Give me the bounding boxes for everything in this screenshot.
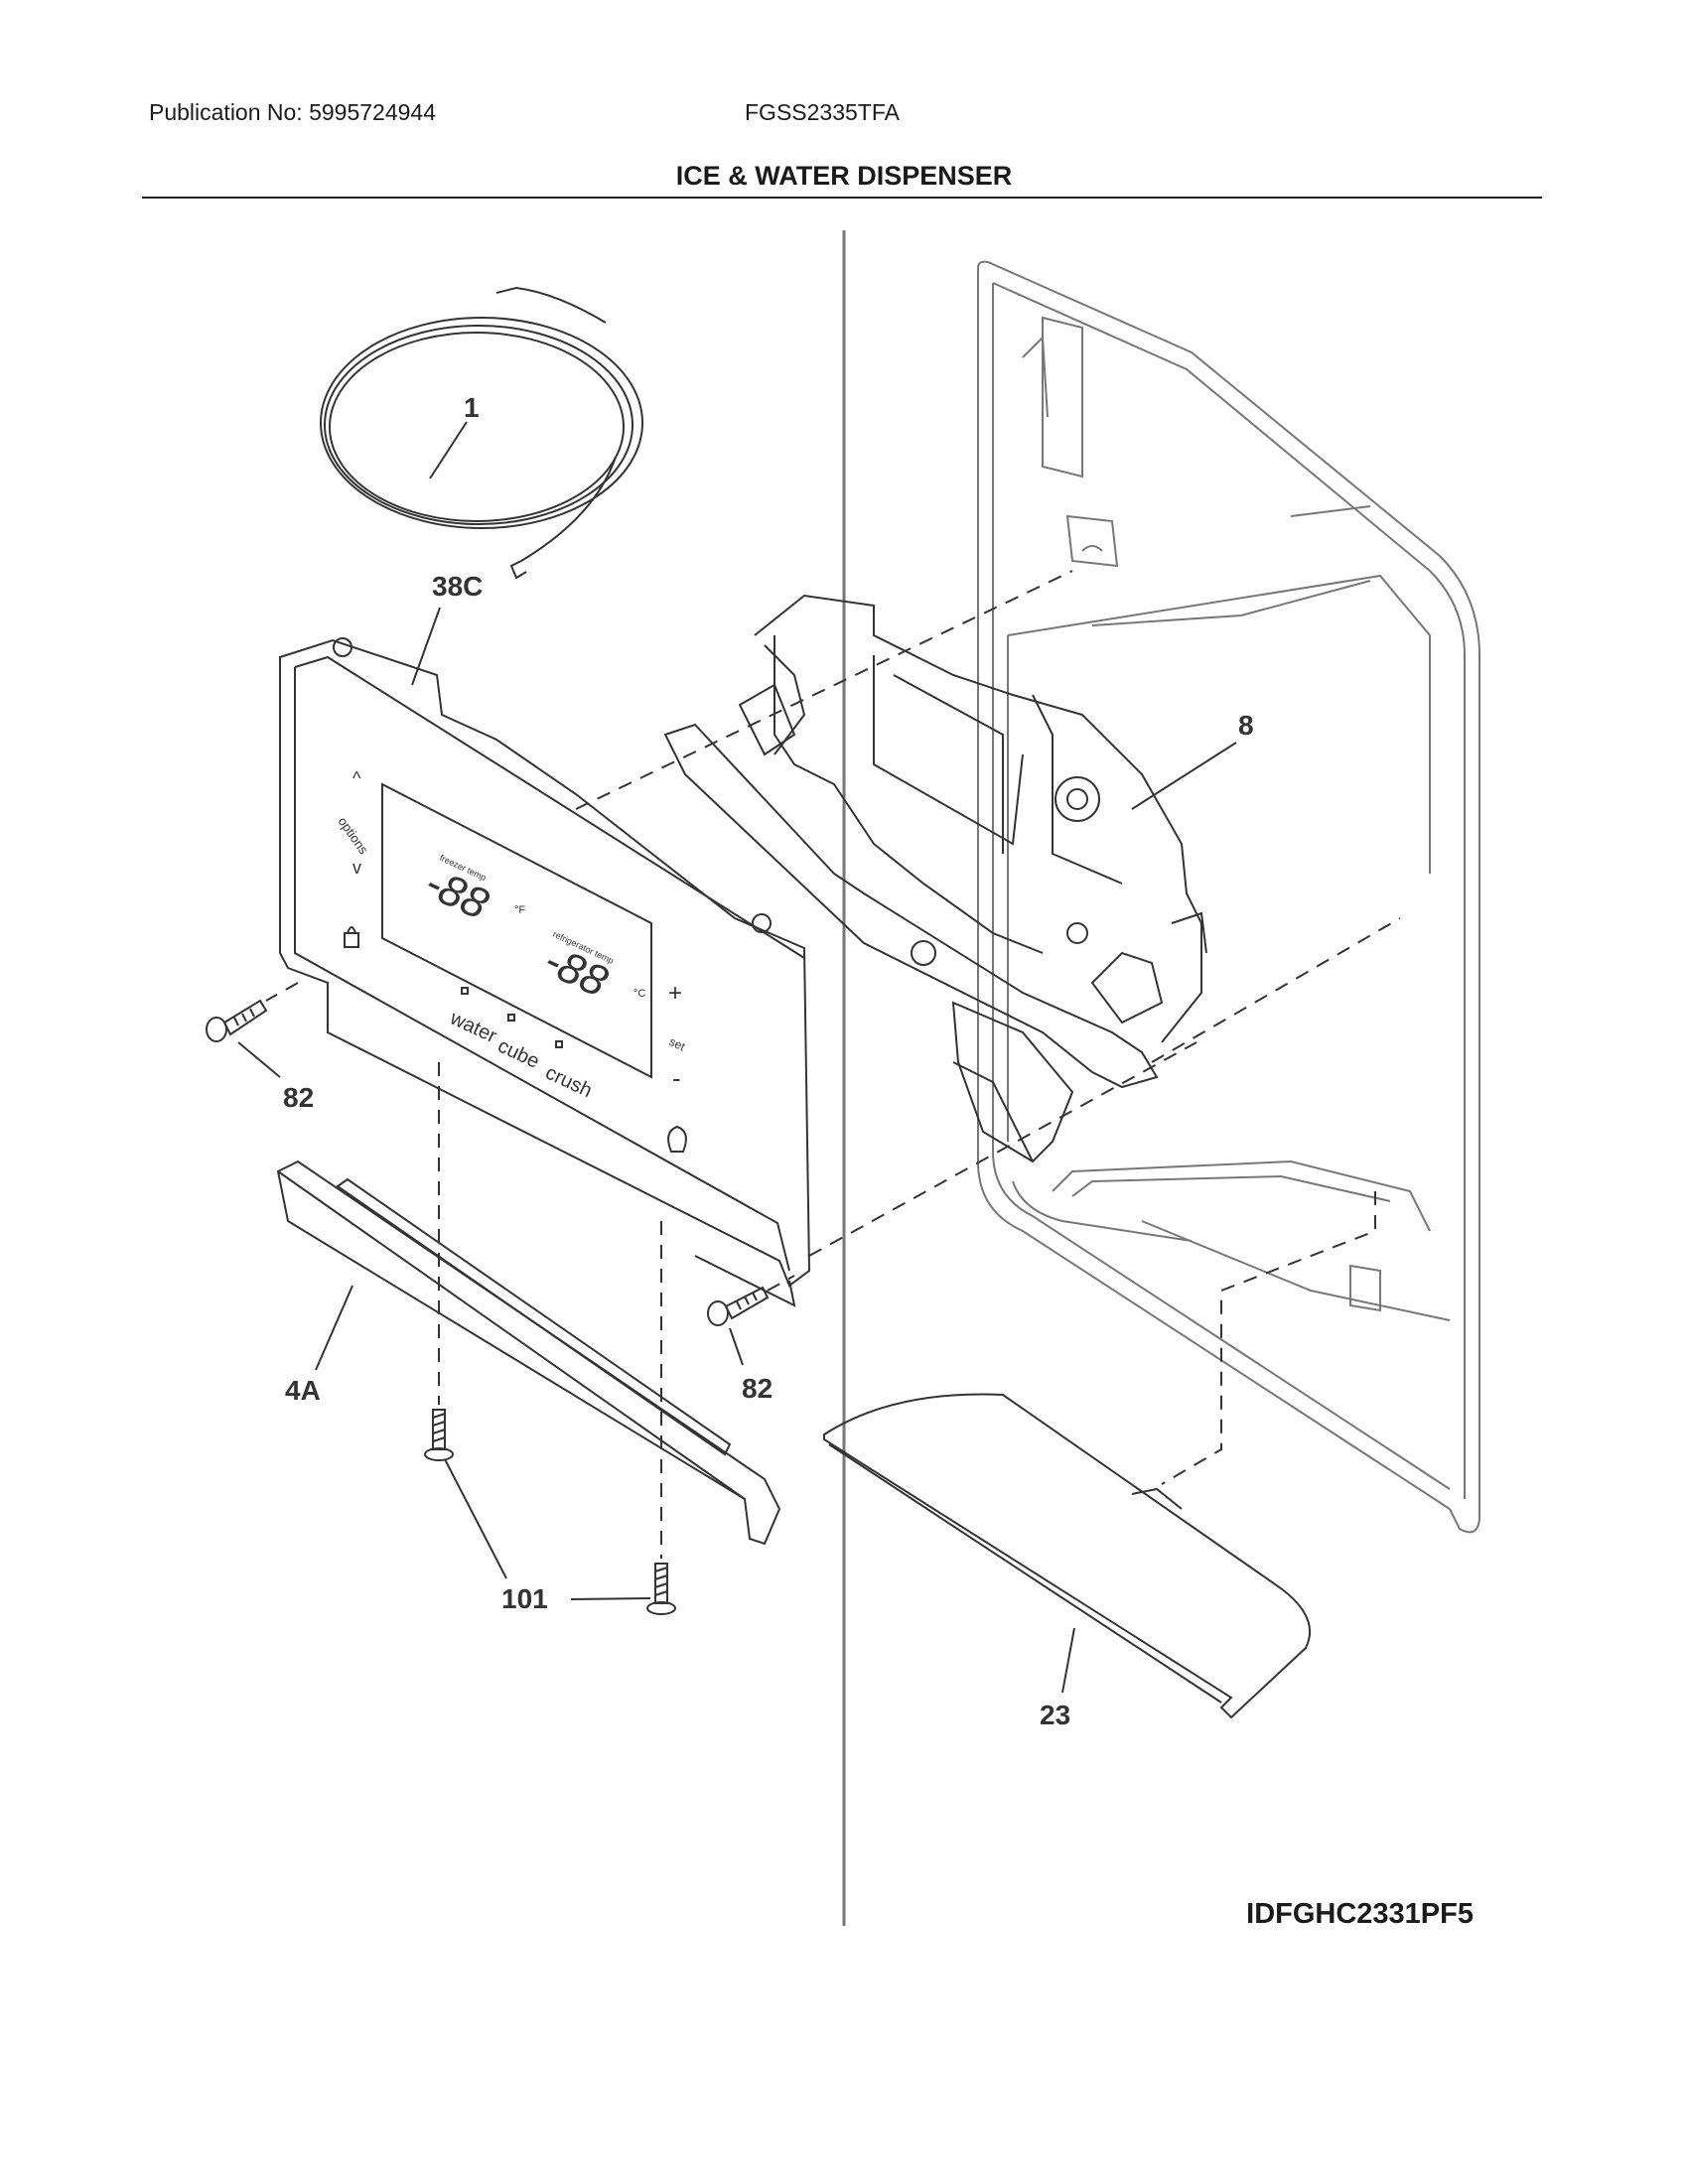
freezer-unit: °F bbox=[514, 904, 525, 916]
drip-tray bbox=[823, 1393, 1311, 1719]
publication-number: Publication No: 5995724944 bbox=[149, 99, 437, 125]
callout-82-right: 82 bbox=[742, 1373, 773, 1404]
screws bbox=[206, 999, 770, 1615]
callout-23: 23 bbox=[1040, 1700, 1070, 1730]
screw-bottom-left bbox=[424, 1409, 454, 1461]
screw-right bbox=[707, 1286, 770, 1326]
trim-bar bbox=[276, 1160, 781, 1546]
control-panel bbox=[279, 637, 811, 1307]
header-rule bbox=[142, 197, 1542, 199]
dispenser-housing bbox=[977, 260, 1480, 1534]
crush-indicator bbox=[555, 1040, 563, 1048]
panel-minus: - bbox=[672, 1063, 681, 1093]
callout-labels: 1 38C 8 82 82 4A 101 23 bbox=[283, 392, 1254, 1730]
panel-plus: + bbox=[668, 980, 682, 1007]
cube-indicator bbox=[507, 1014, 515, 1022]
alignment-lines bbox=[265, 570, 1401, 1559]
dispenser-assembly bbox=[663, 594, 1207, 1163]
fridge-unit: °C bbox=[633, 988, 645, 1000]
callout-82-left: 82 bbox=[283, 1082, 314, 1113]
water-indicator bbox=[461, 987, 469, 995]
panel-cube: cube bbox=[494, 1035, 543, 1073]
panel-set: set bbox=[667, 1034, 688, 1054]
freezer-temp-display: -88 bbox=[418, 859, 496, 930]
panel-screen-text: ^ options v freezer temp -88 °F refriger… bbox=[336, 768, 688, 1102]
light-icon bbox=[667, 1125, 687, 1153]
model-number: FGSS2335TFA bbox=[745, 99, 900, 125]
lock-icon bbox=[344, 932, 359, 948]
callout-8: 8 bbox=[1238, 710, 1254, 741]
panel-icons bbox=[344, 926, 687, 1153]
leader-lines bbox=[237, 421, 1237, 1694]
panel-down-arrow: v bbox=[352, 858, 361, 878]
page-title: ICE & WATER DISPENSER bbox=[675, 161, 1013, 191]
water-tubing bbox=[320, 286, 643, 580]
panel-options-label: options bbox=[336, 814, 372, 857]
callout-101: 101 bbox=[501, 1583, 548, 1614]
fridge-temp-display: -88 bbox=[537, 936, 616, 1008]
panel-up-arrow: ^ bbox=[352, 768, 361, 788]
callout-4a: 4A bbox=[285, 1375, 321, 1406]
diagram-code: IDFGHC2331PF5 bbox=[1246, 1898, 1474, 1930]
screw-bottom-right bbox=[646, 1563, 676, 1615]
callout-1: 1 bbox=[464, 392, 480, 423]
callout-38c: 38C bbox=[432, 571, 483, 602]
screw-left bbox=[206, 999, 268, 1042]
